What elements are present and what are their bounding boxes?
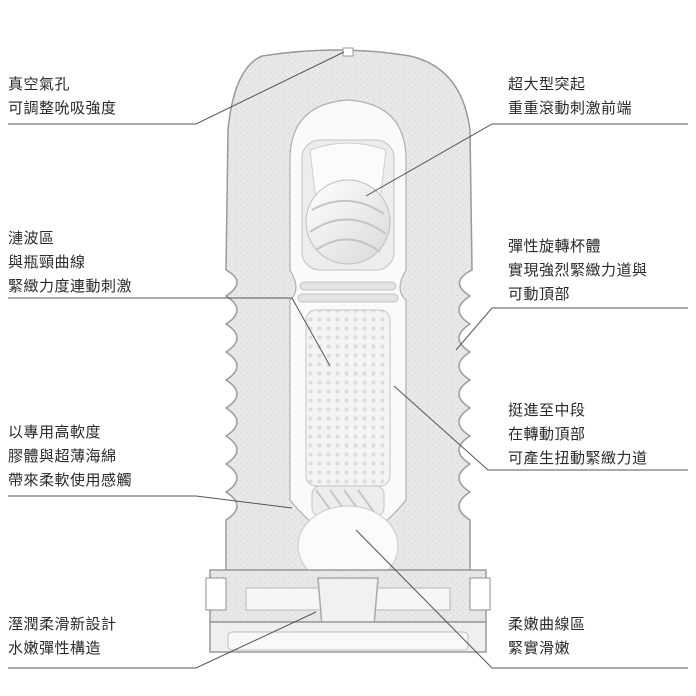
label-line: 超大型突起 (508, 75, 586, 93)
label-line: 可動頂部 (508, 285, 571, 303)
label-line: 柔嫩曲線區 (508, 615, 586, 633)
leader-wave (8, 297, 331, 367)
leader-vent (8, 51, 345, 125)
label-vacuum-vent: 真空氣孔 可調整吮吸強度 (8, 72, 117, 120)
leader-spiral (455, 307, 688, 351)
leader-mid (393, 385, 688, 471)
leader-lines (8, 51, 688, 669)
label-line: 彈性旋轉杯體 (508, 237, 602, 255)
label-spiral-cup: 彈性旋轉杯體 實現強烈緊緻力道與 可動頂部 (508, 234, 648, 306)
label-line: 在轉動頂部 (508, 425, 586, 443)
leader-gel (8, 495, 293, 509)
label-line: 帶來柔軟使用感觸 (8, 471, 133, 489)
label-line: 真空氣孔 (8, 75, 71, 93)
label-curve-zone: 柔嫩曲線區 緊實滑嫩 (508, 612, 586, 660)
label-line: 漣波區 (8, 229, 55, 247)
label-line: 緊實滑嫩 (508, 639, 571, 657)
leader-knot (365, 123, 688, 197)
label-line: 挺進至中段 (508, 401, 586, 419)
label-line: 緊緻力度連動刺激 (8, 277, 133, 295)
label-soft-gel: 以專用高軟度 膠體與超薄海綿 帶來柔軟使用感觸 (8, 420, 132, 492)
label-ripple-zone: 漣波區 與瓶頸曲線 緊緻力度連動刺激 (8, 226, 132, 298)
label-line: 溼潤柔滑新設計 (8, 615, 117, 633)
base-cap (205, 569, 491, 653)
label-line: 與瓶頸曲線 (8, 253, 86, 271)
label-line: 可調整吮吸強度 (8, 99, 117, 117)
dotted-chamber (305, 309, 391, 487)
vacuum-vent (342, 47, 354, 57)
label-line: 實現強烈緊緻力道與 (508, 261, 648, 279)
label-large-knot: 超大型突起 重重滾動刺激前端 (508, 72, 632, 120)
leader-curve (355, 529, 688, 669)
large-knot-protrusion (301, 139, 395, 271)
neck-rings (297, 281, 399, 303)
leader-base (8, 611, 317, 669)
label-line: 可產生扭動緊緻力道 (508, 449, 648, 467)
label-line: 水嫩彈性構造 (8, 639, 102, 657)
label-line: 膠體與超薄海綿 (8, 447, 117, 465)
label-base-design: 溼潤柔滑新設計 水嫩彈性構造 (8, 612, 117, 660)
label-line: 重重滾動刺激前端 (508, 99, 633, 117)
label-line: 以專用高軟度 (8, 423, 102, 441)
label-mid-section: 挺進至中段 在轉動頂部 可產生扭動緊緻力道 (508, 398, 648, 470)
